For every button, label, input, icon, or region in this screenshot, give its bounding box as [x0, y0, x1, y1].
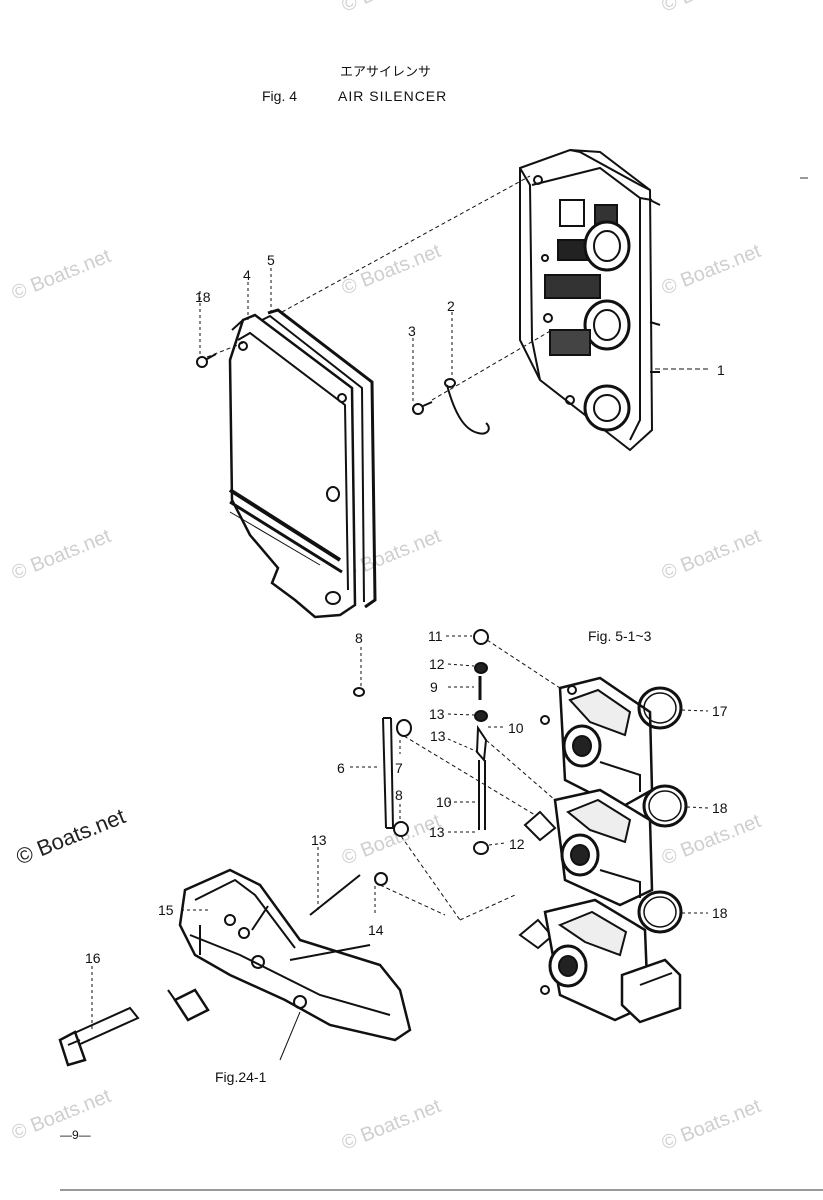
part-clip-17: [58, 1006, 140, 1067]
callout-13-d: 13: [429, 824, 445, 840]
part-silencer-cover: [228, 308, 377, 619]
watermark: © Boats.net: [659, 1095, 765, 1155]
callout-8-upper: 7: [395, 760, 403, 776]
callout-13-b: 13: [429, 706, 445, 722]
callout-7: 6: [337, 760, 345, 776]
callout-3: 3: [408, 323, 416, 339]
part-screw-3: [412, 401, 433, 415]
callout-12-upper: 11: [428, 628, 443, 644]
reference-carburetor-figure: Fig. 5-1~3: [588, 628, 652, 644]
watermark: © Boats.net: [339, 1095, 445, 1155]
callout-6-label: 18: [195, 289, 211, 305]
leader-lines: [91, 175, 709, 1061]
callout-1: 1: [717, 362, 725, 378]
callout-18-lower: 18: [712, 905, 728, 921]
figure-number: Fig. 4: [262, 88, 297, 104]
reference-bracket-figure: Fig.24-1: [215, 1069, 267, 1085]
watermark-dark: © Boats.net: [13, 803, 129, 869]
callout-2: 2: [447, 298, 455, 314]
watermark: © Boats.net: [659, 525, 765, 585]
watermark: © Boats.net: [339, 0, 445, 17]
figure-title: AIR SILENCER: [338, 88, 447, 104]
callout-13-c: 13: [430, 728, 446, 744]
callout-18-upper: 17: [712, 703, 728, 719]
callout-8-lower: 8: [395, 787, 403, 803]
watermark: © Boats.net: [659, 240, 765, 300]
callout-14: 13: [311, 832, 327, 848]
callout-16: 15: [158, 902, 174, 918]
callout-12-lower: 12: [509, 836, 525, 852]
callout-5: 5: [267, 252, 275, 268]
watermark: © Boats.net: [339, 240, 445, 300]
callout-labels: 1 2 3 4 5 17 6 7 8 9 8 9 10 10 11 12 12 …: [85, 252, 728, 966]
callout-13-a: 12: [429, 656, 445, 672]
callout-4: 4: [243, 267, 251, 283]
part-carburetor-assembly: [518, 676, 688, 1024]
part-silencer-base: [519, 148, 661, 452]
callout-17: 16: [85, 950, 101, 966]
part-lower-bracket: [167, 868, 412, 1042]
part-wire-clip: [444, 378, 490, 435]
watermark: © Boats.net: [659, 0, 765, 17]
part-linkage: [309, 629, 489, 916]
callout-9: 8: [355, 630, 363, 646]
callout-10-lower: 10: [436, 794, 452, 810]
callout-18-middle: 18: [712, 800, 728, 816]
callout-11: 10: [508, 720, 524, 736]
title-japanese: エアサイレンサ: [340, 64, 431, 79]
callout-15: 14: [368, 922, 384, 938]
watermark: © Boats.net: [9, 525, 115, 585]
part-screw-6: [196, 353, 217, 368]
callout-10-upper: 9: [430, 679, 438, 695]
page-number: —9—: [60, 1128, 91, 1142]
watermark: © Boats.net: [9, 245, 115, 305]
